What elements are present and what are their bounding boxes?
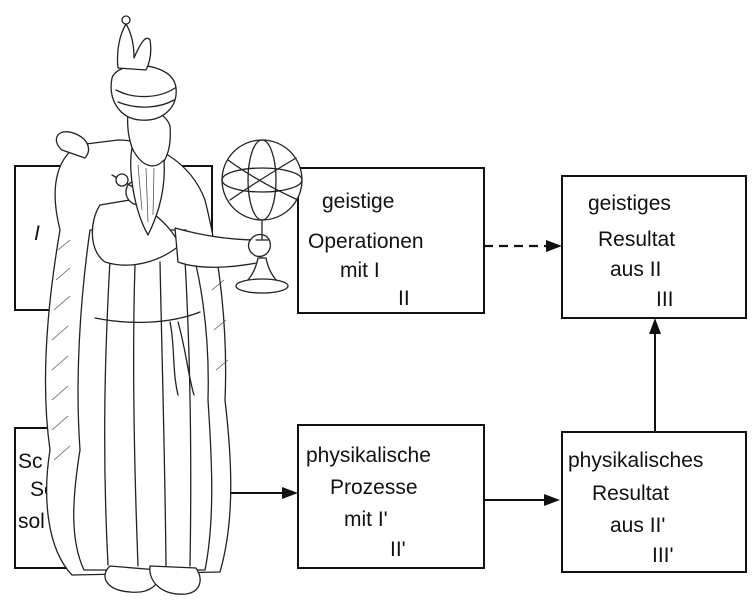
box-mental-result-line-4: III <box>656 288 674 311</box>
sphere-ring <box>221 167 303 193</box>
astronomer-illustration <box>44 15 303 595</box>
box-physical-processes-line-1: physikalische <box>306 444 431 467</box>
belt-tassel <box>169 321 195 396</box>
hand <box>247 233 271 258</box>
box-mental-result-line-2: Resultat <box>598 228 675 251</box>
box-mental-result-line-3: aus II <box>610 258 661 281</box>
box-mental-result: geistiges Resultat aus II III <box>561 175 747 319</box>
robe-fold <box>184 259 192 567</box>
robe-fold <box>104 259 111 566</box>
arrowhead-icon <box>544 494 560 506</box>
sphere-ring <box>229 157 297 201</box>
sphere-base <box>235 278 289 294</box>
box-left-top-line: I <box>34 222 40 245</box>
sphere-ring <box>227 159 299 201</box>
connector-arrows <box>212 240 661 506</box>
hood-tip <box>55 131 90 159</box>
sphere-stem <box>255 219 269 241</box>
box-physical-result: physikalisches Resultat aus II' III' <box>561 431 747 573</box>
box-left-bottom-line-1: Sc <box>18 450 43 473</box>
beard <box>130 147 165 236</box>
box-physical-processes-line-2: Prozesse <box>330 476 418 499</box>
robe-fold <box>132 264 139 567</box>
robe-shape <box>73 229 213 571</box>
box-mental-operations-line-3: mit I <box>340 259 380 282</box>
box-physical-processes: physikalische Prozesse mit I' II' <box>297 424 485 569</box>
stylus-knob <box>115 173 129 187</box>
box-mental-operations: geistige Operationen mit I II <box>297 167 485 314</box>
box-physical-processes-line-3: mit I' <box>344 508 388 531</box>
robe-fold <box>159 261 167 567</box>
box-physical-result-line-1: physikalisches <box>568 449 703 472</box>
crown-finial <box>121 15 131 25</box>
arrowhead-icon <box>649 318 661 334</box>
box-mental-operations-line-2: Operationen <box>308 230 424 253</box>
box-left-bottom-line-3: sol <box>18 510 45 533</box>
box-mental-result-line-1: geistiges <box>588 192 671 215</box>
right-shoe <box>149 565 201 595</box>
belt <box>94 311 201 323</box>
turban-wraps <box>115 87 176 108</box>
box-mental-operations-line-1: geistige <box>322 190 394 213</box>
box-physical-result-line-4: III' <box>652 544 674 567</box>
box-physical-result-line-2: Resultat <box>592 482 669 505</box>
arrowhead-icon <box>546 240 562 252</box>
arrowhead-icon <box>282 487 298 499</box>
armillary-sphere-icon <box>221 139 303 221</box>
box-physical-processes-line-4: II' <box>390 538 406 561</box>
crown-hat <box>116 23 152 71</box>
beard-hatching <box>137 164 155 223</box>
box-physical-result-line-3: aus II' <box>610 514 665 537</box>
box-mental-operations-line-4: II <box>398 287 410 310</box>
